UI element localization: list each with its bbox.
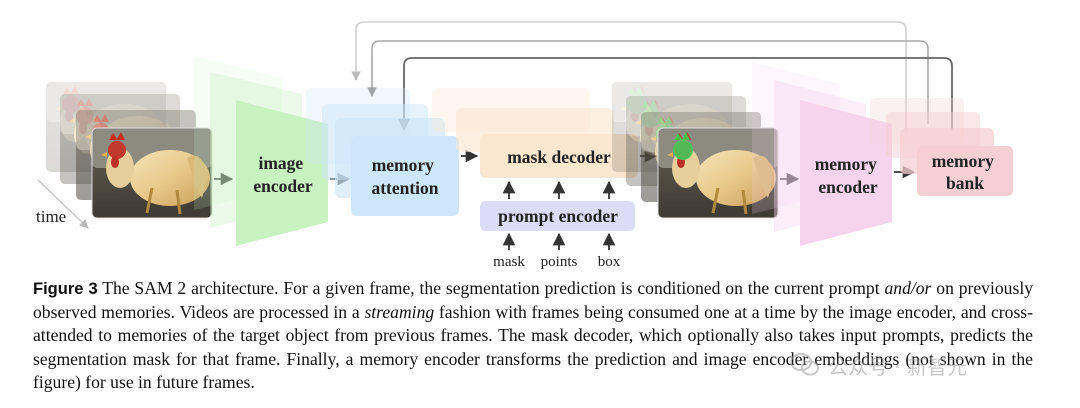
memory-bank: memory bank bbox=[870, 98, 1013, 196]
time-label: time bbox=[36, 207, 66, 226]
mask-decoder-label: mask decoder bbox=[507, 147, 611, 167]
prompt-to-decoder-arrows bbox=[502, 180, 616, 199]
memory-attention-label-1: memory bbox=[372, 155, 434, 175]
image-encoder-label-2: encoder bbox=[253, 176, 313, 196]
image-encoder-label-1: image bbox=[258, 153, 303, 173]
memory-bank-label-1: memory bbox=[932, 151, 994, 171]
memory-bank-label-2: bank bbox=[946, 173, 984, 193]
svg-text:memory bank: memory bank bbox=[932, 151, 999, 193]
figure-label: Figure 3 bbox=[33, 280, 98, 298]
prompt-input-box: box bbox=[598, 254, 621, 270]
input-frames bbox=[44, 80, 214, 220]
prompt-inputs: mask points box bbox=[493, 232, 621, 270]
image-encoder: image encoder bbox=[194, 56, 328, 246]
prompt-encoder-label: prompt encoder bbox=[498, 206, 618, 226]
mask-decoder: mask decoder bbox=[432, 88, 638, 178]
svg-text:memory encoder: memory encoder bbox=[815, 154, 882, 197]
prompt-input-points: points bbox=[541, 254, 578, 270]
caption-part-2: on previously observed memories. Videos … bbox=[33, 278, 1033, 323]
memory-attention: memory attention bbox=[306, 88, 459, 216]
caption-part-3: fashion with frames being consumed one a… bbox=[33, 302, 1034, 392]
prompt-encoder: prompt encoder bbox=[480, 201, 635, 231]
memory-encoder-label-1: memory bbox=[815, 154, 877, 174]
figure-caption: Figure 3 The SAM 2 architecture. For a g… bbox=[33, 277, 1033, 394]
prompt-input-mask: mask bbox=[493, 254, 525, 270]
watermark: 公众号 · 新智元 bbox=[790, 348, 1050, 382]
frame-image-rooster-masked-icon bbox=[657, 127, 779, 219]
memory-encoder: memory encoder bbox=[752, 62, 892, 246]
frame-image-rooster-icon bbox=[90, 126, 214, 220]
caption-part-1: The SAM 2 architecture. For a given fram… bbox=[97, 278, 885, 298]
memory-encoder-label-2: encoder bbox=[818, 177, 878, 197]
caption-emphasis-and-or: and/or bbox=[884, 278, 932, 298]
wechat-logo-icon bbox=[790, 353, 819, 376]
svg-text:image encoder: image encoder bbox=[253, 153, 313, 196]
caption-emphasis-streaming: streaming bbox=[364, 302, 435, 323]
feedback-arrow-icon bbox=[397, 57, 953, 132]
output-frames bbox=[612, 82, 779, 219]
svg-text:memory attention: memory attention bbox=[371, 155, 438, 198]
memory-attention-label-2: attention bbox=[371, 178, 438, 198]
sam2-architecture-diagram: time image encoder memory attention mask… bbox=[36, 21, 1013, 270]
watermark-text: 公众号 · 新智元 bbox=[828, 354, 968, 379]
feedback-arrows bbox=[351, 21, 953, 132]
time-arrow bbox=[37, 179, 89, 229]
